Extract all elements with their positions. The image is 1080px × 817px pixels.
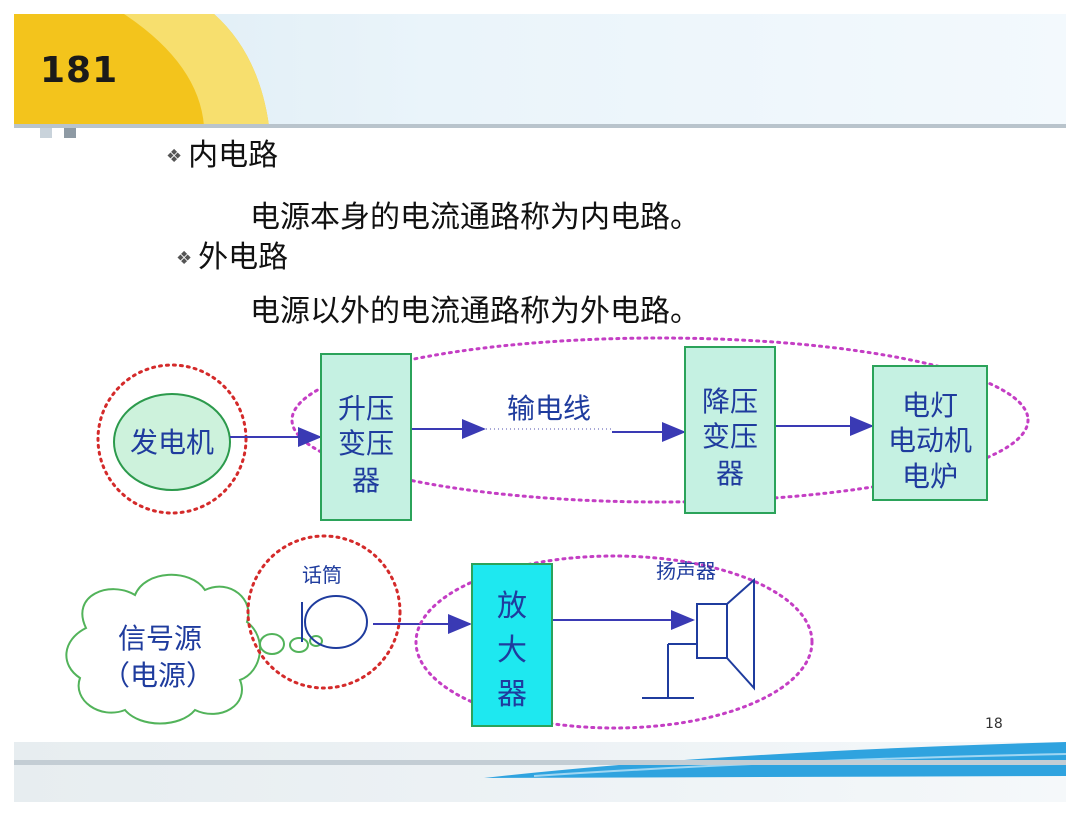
generator-label: 发电机 [130,426,214,459]
amplifier-label-line2: 大 [497,633,527,668]
diamond-bullet-icon: ❖ [176,248,193,269]
header-divider [14,124,1066,128]
step-up-label-line1: 升压 [338,392,394,425]
footer-band [14,742,1066,802]
loads-node [872,365,988,501]
step-up-label-line2: 变压 [338,427,394,460]
slide-badge-number: 181 [40,50,119,91]
thought-bubble [289,637,309,653]
loads-label-line3: 电炉 [902,460,958,493]
microphone-icon [304,595,368,649]
signal-inner-circuit-boundary [246,534,402,690]
step-up-label-line3: 器 [352,464,380,497]
amplifier-node [471,563,553,727]
outer-circuit-boundary [290,336,1030,504]
page-number: 18 [985,716,1003,732]
inner-circuit-description: 电源本身的电流通路称为内电路。 [250,200,700,235]
speaker-icon [642,577,755,699]
inner-circuit-title: 内电路 [188,138,279,173]
footer-divider [14,760,1066,765]
header-decoration [14,14,269,126]
amplifier-label-line1: 放 [497,589,527,624]
signal-source-label-line2: （电源） [102,659,214,692]
outer-circuit-title: 外电路 [198,240,289,275]
bullet-inner-circuit: ❖内电路 [166,130,278,174]
generator-node [113,393,231,491]
step-down-label-line3: 器 [716,457,744,490]
decor-square [40,128,52,138]
amplifier-label-line3: 器 [497,677,527,712]
footer-decoration [484,742,1066,778]
thought-bubble [259,633,285,655]
inner-circuit-boundary [96,363,248,515]
signal-source-cloud [65,573,261,725]
decor-square [64,128,76,138]
signal-outer-circuit-boundary [414,554,814,730]
diamond-bullet-icon: ❖ [166,146,183,167]
transmission-line-label: 输电线 [507,392,591,425]
speaker-label: 扬声器 [656,559,716,583]
header-band [14,14,1066,126]
loads-label-line1: 电灯 [902,389,958,422]
step-down-label-line2: 变压 [702,420,758,453]
microphone-label: 话筒 [302,563,342,587]
step-down-label-line1: 降压 [702,385,758,418]
step-down-transformer-node [684,346,776,514]
signal-source-label-line1: 信号源 [118,622,202,655]
bullet-outer-circuit: ❖外电路 [176,232,288,276]
outer-circuit-description: 电源以外的电流通路称为外电路。 [250,294,700,329]
step-up-transformer-node [320,353,412,521]
loads-label-line2: 电动机 [888,424,972,457]
